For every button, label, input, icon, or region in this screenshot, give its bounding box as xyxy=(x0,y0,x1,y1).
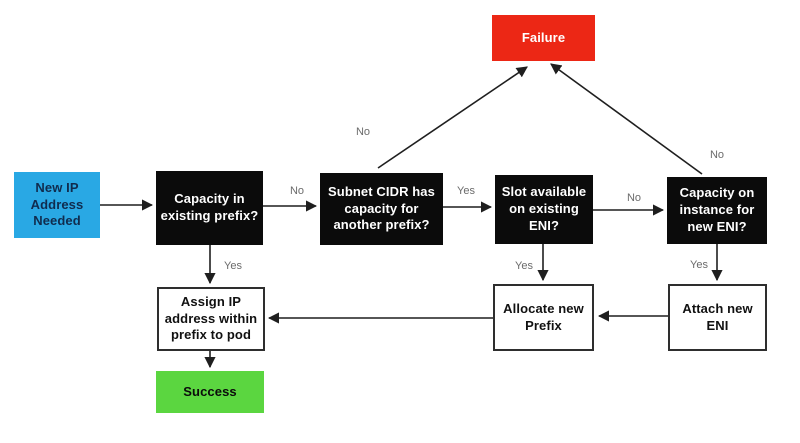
node-allocate-new-prefix: Allocate new Prefix xyxy=(493,284,594,351)
node-subnet-cidr-has-capacity: Subnet CIDR has capacity for another pre… xyxy=(320,173,443,245)
edge-label-capacity-prefix-yes: Yes xyxy=(224,260,242,272)
edge-label-subnet-cidr-yes: Yes xyxy=(457,185,475,197)
edge-label-subnet-cidr-no: No xyxy=(355,126,371,138)
node-slot-available-on-existing-eni: Slot available on existing ENI? xyxy=(495,175,593,244)
node-capacity-on-instance-for-new-eni: Capacity on instance for new ENI? xyxy=(667,177,767,244)
node-new-ip-address-needed: New IP Address Needed xyxy=(14,172,100,238)
edge-subnet-cidr-no-to-failure xyxy=(377,66,528,169)
edge-label-slot-eni-no: No xyxy=(626,192,642,204)
node-capacity-in-existing-prefix: Capacity in existing prefix? xyxy=(156,171,263,245)
node-failure: Failure xyxy=(492,15,595,61)
node-attach-new-eni: Attach new ENI xyxy=(668,284,767,351)
edge-label-capacity-prefix-no: No xyxy=(289,185,305,197)
node-assign-ip-address-within-prefix: Assign IP address within prefix to pod xyxy=(157,287,265,351)
edge-label-capacity-instance-yes: Yes xyxy=(690,259,708,271)
edge-label-slot-eni-yes: Yes xyxy=(515,260,533,272)
edge-capacity-instance-no-to-failure xyxy=(550,63,703,175)
edge-label-capacity-instance-no: No xyxy=(709,149,725,161)
node-success: Success xyxy=(156,371,264,413)
